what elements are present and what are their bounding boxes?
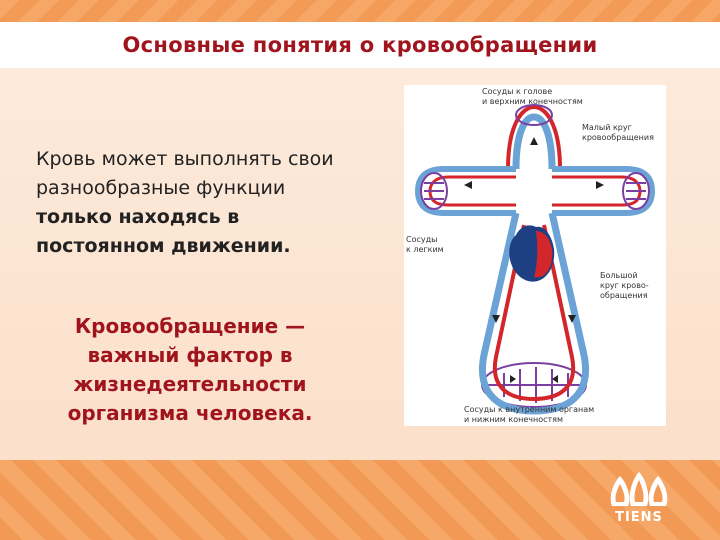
label-small-circle-1: Малый круг <box>582 123 632 133</box>
key-line-4: организма человека. <box>40 399 340 428</box>
label-head-vessels-1: Сосуды к голове <box>482 87 552 97</box>
intro-bold-line-2: постоянном движении. <box>36 232 386 261</box>
tiens-logo-icon <box>606 470 672 510</box>
key-line-1: Кровообращение — <box>40 312 340 341</box>
label-organ-vessels-2: и нижним конечностям <box>464 415 563 425</box>
title-bar: Основные понятия о кровообращении <box>0 22 720 68</box>
logo-text: TIENS <box>606 510 672 525</box>
label-lung-vessels-1: Сосуды <box>406 235 437 245</box>
intro-line-1: Кровь может выполнять свои <box>36 145 386 174</box>
key-statement: Кровообращение — важный фактор в жизнеде… <box>40 312 340 428</box>
intro-bold-line-1: только находясь в <box>36 203 386 232</box>
label-organ-vessels-1: Сосуды к внутренним органам <box>464 405 594 415</box>
label-small-circle-2: кровообращения <box>582 133 654 143</box>
slide-title: Основные понятия о кровообращении <box>123 33 598 57</box>
label-big-circle-1: Большой <box>600 271 638 281</box>
key-line-3: жизнедеятельности <box>40 370 340 399</box>
intro-text: Кровь может выполнять свои разнообразные… <box>36 145 386 261</box>
intro-line-2: разнообразные функции <box>36 174 386 203</box>
slide-body: Кровь может выполнять свои разнообразные… <box>0 68 720 460</box>
circulation-diagram: Сосуды к голове и верхним конечностям Ма… <box>404 85 666 426</box>
label-lung-vessels-2: к легким <box>406 245 444 255</box>
label-big-circle-3: обращения <box>600 291 648 301</box>
key-line-2: важный фактор в <box>40 341 340 370</box>
tiens-logo: TIENS <box>606 470 672 530</box>
label-big-circle-2: круг крово- <box>600 281 649 291</box>
label-head-vessels-2: и верхним конечностям <box>482 97 583 107</box>
